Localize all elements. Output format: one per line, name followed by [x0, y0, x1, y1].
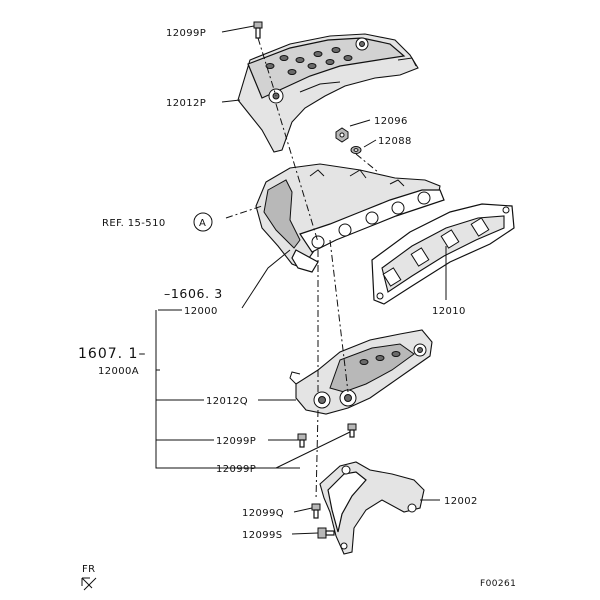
label-12002: 12002	[444, 496, 478, 507]
label-assembly-1606: –1606. 3	[164, 286, 223, 301]
arrow-icon	[81, 577, 93, 589]
label-reference: REF. 15-510	[102, 218, 166, 229]
lower-heat-shield[interactable]	[289, 329, 433, 415]
sheet-code: F00261	[480, 579, 516, 589]
label-reference-letter: A	[199, 218, 206, 229]
manifold-bracket[interactable]	[319, 461, 425, 555]
leader-lines	[155, 25, 447, 535]
label-12099Q: 12099Q	[242, 508, 284, 519]
alignment-lines	[225, 37, 379, 501]
bolt-12099Q[interactable]	[311, 503, 321, 519]
nut-12096[interactable]	[335, 127, 349, 143]
washer-12088[interactable]	[350, 146, 362, 154]
label-assembly-1607: 1607. 1–	[78, 346, 146, 362]
label-12099P-low: 12099P	[216, 464, 256, 475]
bolt-12099P-top[interactable]	[253, 21, 263, 39]
label-12000: 12000	[184, 306, 218, 317]
bolt-12099P-mid[interactable]	[297, 433, 307, 448]
manifold-gasket[interactable]	[371, 203, 515, 305]
label-12012P: 12012P	[166, 98, 206, 109]
label-12099P-mid: 12099P	[216, 436, 256, 447]
bolt-12099P-low[interactable]	[347, 423, 357, 438]
label-front: FR	[82, 564, 96, 575]
label-12012Q: 12012Q	[206, 396, 248, 407]
label-12010: 12010	[432, 306, 466, 317]
label-12099P-top: 12099P	[166, 28, 206, 39]
label-12096: 12096	[374, 116, 408, 127]
bolt-12099S[interactable]	[317, 527, 335, 539]
front-direction-indicator: FR	[81, 564, 97, 591]
upper-heat-shield[interactable]	[237, 33, 419, 153]
label-12088: 12088	[378, 136, 412, 147]
label-12000A: 12000A	[98, 366, 139, 377]
label-12099S: 12099S	[242, 530, 283, 541]
reference-circle	[193, 212, 213, 232]
exhaust-manifold[interactable]	[255, 163, 445, 273]
